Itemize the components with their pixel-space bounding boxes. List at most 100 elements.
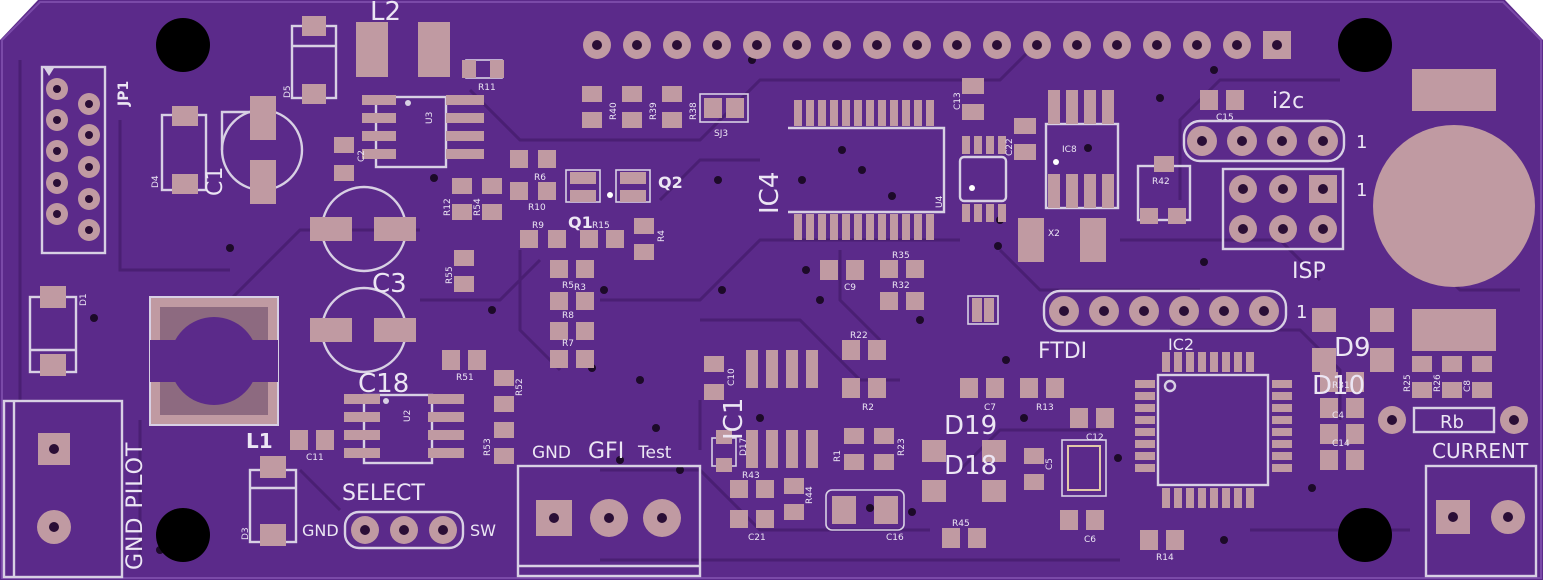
label-sj3: SJ3: [714, 129, 728, 139]
c18-capacitor: [310, 286, 416, 374]
ic2-chip: [1135, 352, 1292, 508]
label-u4: U4: [935, 195, 945, 208]
label-i2c: i2c: [1272, 89, 1304, 114]
gfi-terminal: [516, 464, 702, 578]
label-ftdi: FTDI: [1038, 339, 1087, 364]
label-c14: C14: [1332, 439, 1350, 449]
label-r15: R15: [592, 221, 610, 231]
label-current: CURRENT: [1432, 439, 1529, 463]
label-c12: C12: [1086, 433, 1104, 443]
label-r26: R26: [1433, 374, 1443, 392]
label-r22: R22: [850, 331, 868, 341]
label-c18: C18: [358, 369, 409, 399]
label-d4: D4: [151, 175, 161, 188]
label-c22: C22: [1005, 138, 1015, 156]
label-d10: D10: [1312, 371, 1365, 401]
label-r42: R42: [1152, 177, 1170, 187]
label-r3: R3: [574, 283, 586, 293]
label-rb: Rb: [1440, 412, 1464, 433]
label-c6: C6: [1084, 535, 1096, 545]
jp1-header: [40, 65, 107, 255]
ic1-chip: [746, 350, 818, 468]
label-ic2: IC2: [1168, 335, 1194, 354]
label-c7: C7: [984, 403, 996, 413]
label-c10: C10: [727, 368, 737, 386]
label-x2: X2: [1048, 229, 1060, 239]
label-u3: U3: [425, 112, 435, 124]
d1-diode: [28, 286, 78, 376]
x2-crystal: [1018, 218, 1106, 262]
c3-capacitor: [310, 185, 416, 273]
label-r52: R52: [515, 378, 525, 396]
u2-chip: [344, 393, 464, 465]
label-r44: R44: [805, 486, 815, 504]
label-r1: R1: [833, 450, 843, 462]
label-c21: C21: [748, 533, 766, 543]
rb-resistor: [1378, 406, 1528, 434]
label-r13: R13: [1036, 403, 1054, 413]
silkscreen-labels: L2 JP1 D5 R11 U3 C2 D4 C1 R40 R39 R38 SJ…: [79, 0, 1529, 570]
label-u2: U2: [403, 410, 413, 422]
r42-component: [1136, 156, 1192, 224]
label-sw: SW: [470, 521, 496, 540]
label-ic4: IC4: [755, 172, 785, 214]
label-r53: R53: [483, 438, 493, 456]
d9-d10-leds: [1312, 308, 1394, 372]
label-d9: D9: [1334, 333, 1371, 363]
label-ic1: IC1: [719, 398, 749, 440]
label-r55: R55: [445, 266, 455, 284]
label-c8: C8: [1463, 380, 1473, 392]
label-c13: C13: [953, 92, 963, 110]
label-gnd-pilot: GND PILOT: [123, 442, 148, 570]
label-r23: R23: [897, 438, 907, 456]
label-r4: R4: [657, 230, 667, 242]
d4-diode: [160, 106, 208, 194]
label-r6: R6: [534, 173, 546, 183]
label-test: Test: [637, 443, 672, 463]
label-r54: R54: [473, 198, 483, 216]
d3-diode: [248, 456, 298, 546]
label-q1: Q1: [568, 213, 593, 232]
d19-d18-leds: [922, 440, 1006, 502]
label-isp-pin1: 1: [1356, 180, 1367, 201]
select-switch-header: [343, 510, 465, 550]
mounting-holes: [156, 18, 1392, 562]
label-c11: C11: [306, 453, 324, 463]
label-r11: R11: [478, 83, 496, 93]
label-gnd2: GND: [532, 443, 571, 463]
c1-capacitor: [220, 96, 304, 204]
label-r7: R7: [562, 339, 574, 349]
label-select: SELECT: [342, 481, 425, 506]
label-r39: R39: [649, 102, 659, 120]
label-d3: D3: [241, 527, 251, 540]
q-transistors: [565, 169, 651, 203]
label-c16: C16: [886, 533, 904, 543]
label-isp: ISP: [1292, 259, 1326, 284]
label-r14: R14: [1156, 553, 1174, 563]
label-d18: D18: [944, 451, 997, 481]
top-header-pins: [583, 31, 1291, 59]
label-c2: C2: [357, 150, 367, 162]
label-r32: R32: [892, 281, 910, 291]
label-r2: R2: [862, 403, 874, 413]
label-l1: L1: [246, 429, 273, 453]
label-r10: R10: [528, 203, 546, 213]
battery-holder: [1373, 69, 1535, 351]
ic8-chip: [1044, 90, 1120, 210]
u3-chip: [362, 95, 484, 169]
label-c4: C4: [1332, 411, 1344, 421]
label-d17: D17: [739, 438, 749, 456]
label-r43: R43: [742, 471, 760, 481]
label-r51: R51: [456, 373, 474, 383]
label-c5: C5: [1045, 458, 1055, 470]
label-d19: D19: [944, 411, 997, 441]
d5-diode: [290, 16, 338, 104]
ic4-chip: [788, 100, 946, 240]
sensor-chip: [958, 136, 1008, 222]
gnd-pilot-terminal: [2, 399, 124, 579]
label-c3: C3: [372, 269, 407, 299]
label-gfi: GFI: [588, 439, 624, 464]
label-c1: C1: [203, 167, 228, 196]
